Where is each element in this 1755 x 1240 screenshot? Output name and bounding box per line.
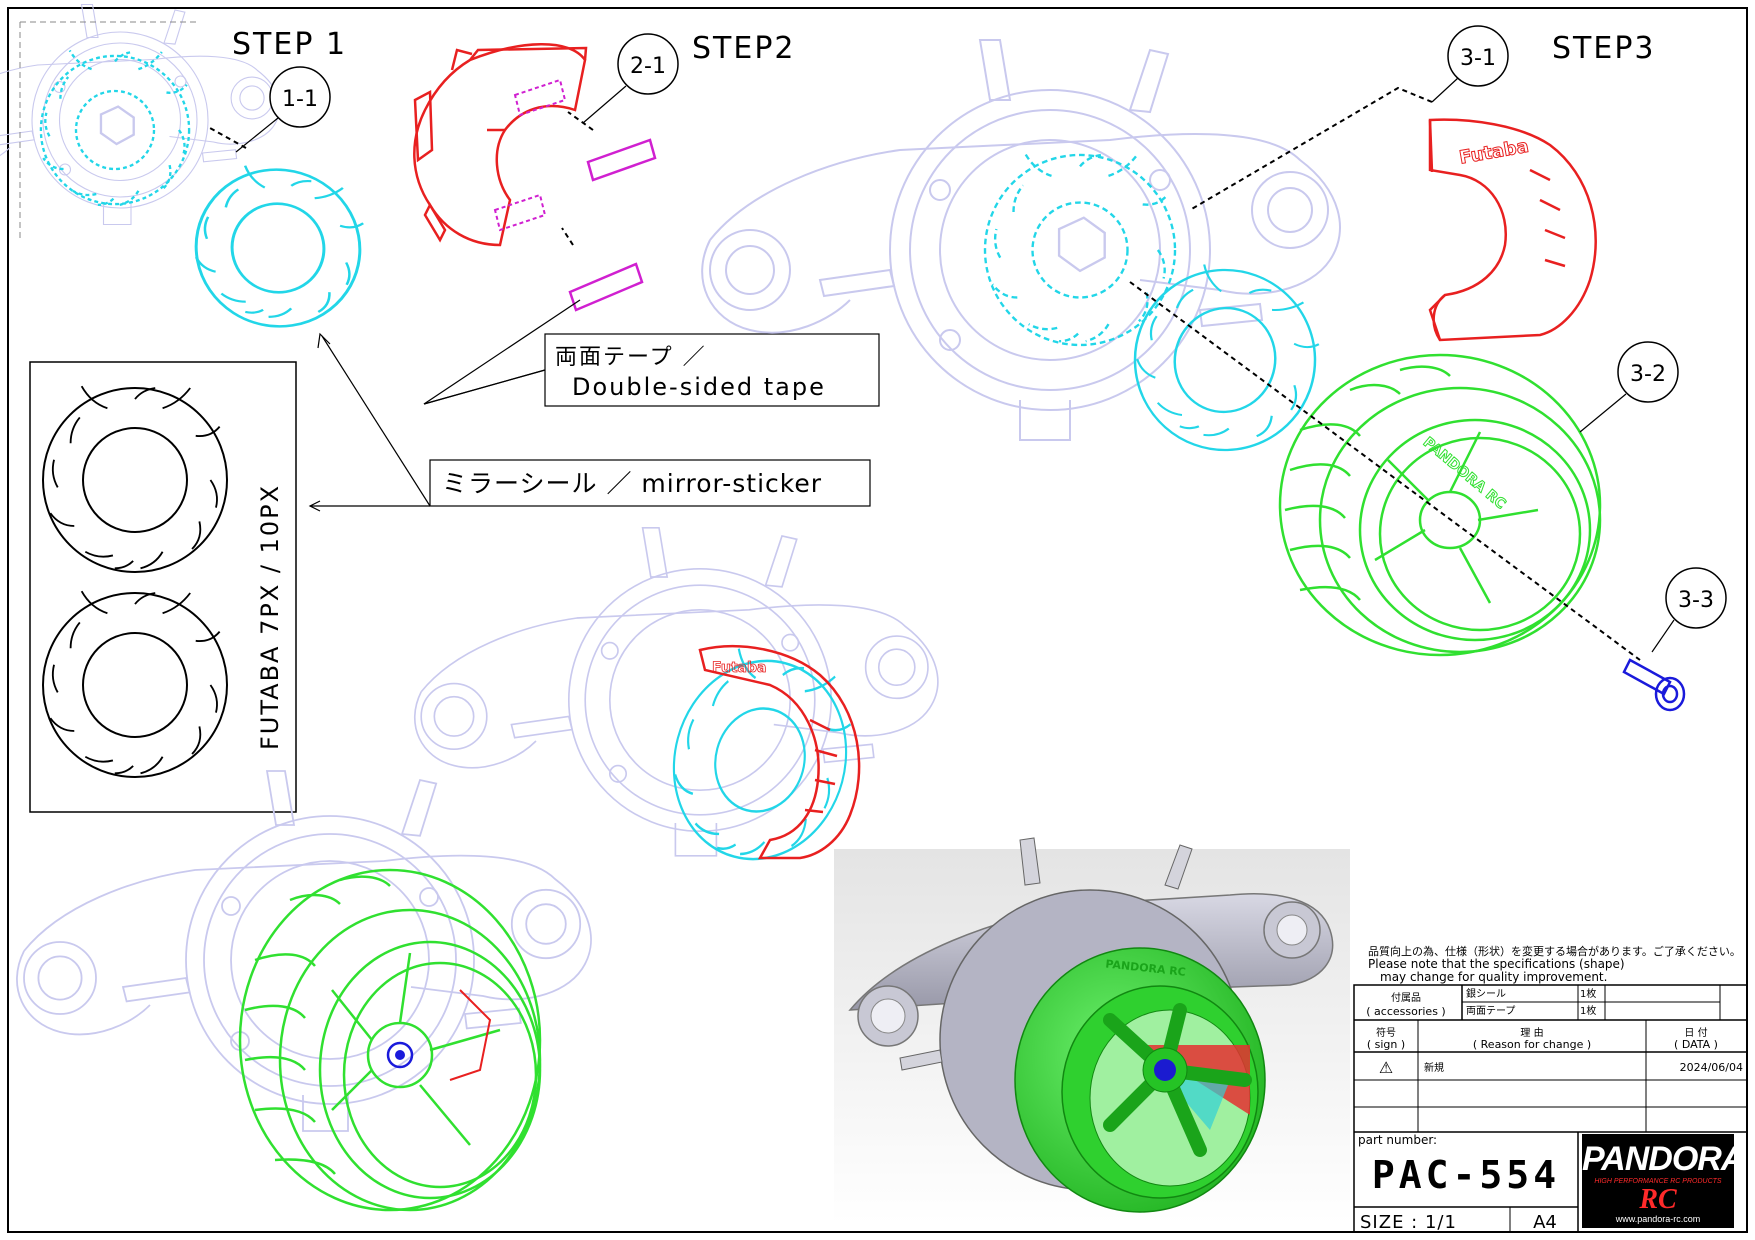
callout-3-2-label: 3-2: [1630, 362, 1666, 387]
tape-leader-lines: [423, 299, 581, 405]
logo-rc: RC: [1639, 1184, 1677, 1215]
callout-3-2: 3-2: [1579, 341, 1679, 433]
part-number: PAC-554: [1372, 1153, 1560, 1197]
revision-sign-jp: 符号: [1376, 1026, 1396, 1039]
step3-caliper-part: Futaba: [1428, 118, 1597, 342]
mirror-label-box: ミラーシール ／ mirror-sticker: [429, 459, 871, 507]
futaba-label: FUTABA 7PX / 10PX: [256, 484, 284, 750]
step3-caliper-guide: [1189, 86, 1433, 211]
render-image: PANDORA RC: [834, 837, 1350, 1224]
paper-size: A4: [1533, 1212, 1557, 1233]
tire-brand-text: PANDORA RC: [1420, 434, 1509, 512]
step3-axis-guide: [1129, 281, 1641, 661]
revision-row-reason: 新規: [1424, 1061, 1444, 1074]
sticker-sheet: FUTABA 7PX / 10PX: [29, 361, 297, 813]
bottom-screw: [386, 1041, 414, 1069]
step2-tape-ghost: [493, 78, 567, 232]
bottom-ghost-hub: [16, 770, 592, 1132]
callout-3-3-label: 3-3: [1678, 588, 1714, 613]
size-label: SIZE : 1/1: [1360, 1212, 1457, 1233]
step1-guide-dashed: [209, 127, 247, 149]
bottom-wheel: [238, 868, 542, 1212]
step2-tape-pieces: [568, 138, 657, 312]
step1-title: STEP 1: [232, 27, 347, 62]
accessory-item-1-qty: 1枚: [1580, 987, 1596, 1000]
step3-mirror-disc-part: [1119, 252, 1333, 463]
revision-reason-en: ( Reason for change ): [1473, 1038, 1591, 1051]
accessories-header-en: ( accessories ): [1366, 1005, 1445, 1018]
accessory-item-2-name: 両面テープ: [1466, 1005, 1515, 1017]
logo-tagline: HIGH PERFORMANCE RC PRODUCTS: [1594, 1178, 1722, 1185]
callout-1-1-label: 1-1: [282, 87, 318, 112]
callout-2-1-label: 2-1: [630, 54, 666, 79]
sheet-border: [7, 7, 1748, 1233]
logo-url: www.pandora-rc.com: [1615, 1214, 1701, 1224]
revision-row-date: 2024/06/04: [1680, 1061, 1743, 1074]
middle-ghost-hub: [413, 526, 939, 857]
revision-sign-en: ( sign ): [1367, 1038, 1405, 1051]
middle-disc: [658, 639, 864, 875]
revision-date-jp: 日 付: [1684, 1026, 1707, 1039]
middle-caliper: Futaba: [698, 644, 861, 860]
callout-2-1: 2-1: [582, 33, 679, 124]
caliper-brand-text: Futaba: [1458, 136, 1531, 169]
step2-caliper-part: [413, 43, 588, 247]
accessory-item-2-qty: 1枚: [1580, 1004, 1596, 1017]
step3-title: STEP3: [1552, 31, 1656, 66]
notice-jp: 品質向上の為、仕様（形状）を変更する場合があります。ご了承ください。: [1368, 944, 1741, 958]
tape-label-box: 両面テープ ／ Double-sided tape: [544, 333, 880, 407]
tape-label-jp: 両面テープ ／: [555, 345, 707, 370]
callout-3-1-label: 3-1: [1460, 46, 1496, 71]
step3-wheel-part: [1278, 353, 1602, 657]
pandora-logo: PANDORA HIGH PERFORMANCE RC PRODUCTS RC …: [1582, 1134, 1745, 1228]
step3-screw-part: [1622, 658, 1686, 712]
step1-mirror-disc-part: [185, 158, 372, 334]
part-number-label: part number:: [1358, 1133, 1437, 1147]
title-block: [1353, 984, 1748, 1233]
step3-installed-disc: [983, 151, 1177, 347]
callout-3-1: 3-1: [1431, 25, 1509, 103]
callout-1-1: 1-1: [235, 66, 331, 153]
logo-name: PANDORA: [1582, 1140, 1745, 1178]
tape-label-en: Double-sided tape: [572, 373, 826, 401]
accessory-item-1-name: 銀シール: [1466, 987, 1506, 1000]
bottom-caliper-peek: [449, 989, 492, 1081]
step1-installed-disc: [39, 49, 191, 207]
notice-en-2: may change for quality improvement.: [1380, 970, 1607, 984]
revision-reason-jp: 理 由: [1520, 1026, 1543, 1039]
mirror-leader-lines: [308, 332, 431, 512]
middle-caliper-brand: Futaba: [712, 660, 766, 676]
callout-3-3: 3-3: [1651, 567, 1727, 653]
step2-title: STEP2: [692, 31, 796, 66]
notice-en-1: Please note that the specifications (sha…: [1368, 957, 1625, 971]
mirror-label: ミラーシール ／ mirror-sticker: [442, 469, 822, 498]
revision-row-symbol: ⚠: [1379, 1058, 1393, 1077]
revision-date-en: ( DATA ): [1674, 1038, 1718, 1051]
accessories-header-jp: 付属品: [1391, 991, 1421, 1004]
